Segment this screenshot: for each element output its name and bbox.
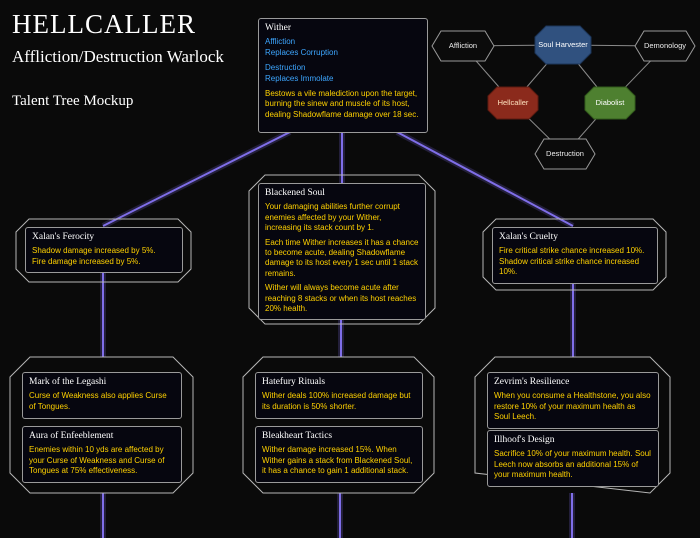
talent-title: Blackened Soul bbox=[265, 188, 325, 198]
spec-node-demonology[interactable]: Demonology bbox=[643, 40, 687, 50]
spec-diagram-shapes bbox=[431, 25, 696, 170]
talent-title: Hatefury Rituals bbox=[262, 377, 326, 387]
talent-xalans-cruelty[interactable]: Xalan's Cruelty Fire critical strike cha… bbox=[492, 227, 658, 284]
wither-replaces-corruption: Replaces Corruption bbox=[265, 47, 338, 57]
spec-node-destruction-shape[interactable] bbox=[534, 138, 596, 170]
talent-wither[interactable]: Wither Affliction Replaces Corruption De… bbox=[258, 18, 428, 133]
spec-node-demonology-shape[interactable] bbox=[634, 30, 696, 62]
wither-spec-affliction: Affliction bbox=[265, 37, 296, 47]
spec-node-destruction[interactable]: Destruction bbox=[546, 148, 584, 158]
talent-description: Wither damage increased 15%. When Wither… bbox=[262, 445, 413, 476]
talent-title: Aura of Enfeeblement bbox=[29, 431, 114, 441]
talent-description: Wither will always become acute after re… bbox=[265, 283, 417, 313]
talent-title: Bleakheart Tactics bbox=[262, 431, 333, 441]
talent-title: Xalan's Cruelty bbox=[499, 232, 558, 242]
talent-description: Fire critical strike chance increased 10… bbox=[499, 246, 645, 277]
talent-description: Wither deals 100% increased damage but i… bbox=[262, 391, 411, 411]
spec-node-soul-harvester[interactable]: Soul Harvester bbox=[538, 39, 588, 49]
talent-description: Each time Wither increases it has a chan… bbox=[265, 237, 419, 278]
spec-node-hellcaller-shape[interactable] bbox=[487, 86, 539, 120]
spec-node-affliction-shape[interactable] bbox=[431, 30, 495, 62]
talent-description: When you consume a Healthstone, you also… bbox=[494, 391, 651, 422]
talent-title: Zevrim's Resilience bbox=[494, 377, 570, 387]
spec-node-diabolist[interactable]: Diabolist bbox=[595, 97, 625, 107]
frame-right-choice-node bbox=[474, 356, 671, 494]
wither-replaces-immolate: Replaces Immolate bbox=[265, 73, 334, 83]
talent-title: Illhoof's Design bbox=[494, 435, 555, 445]
talent-description: Your damaging abilities further corrupt … bbox=[265, 202, 400, 233]
frame-center-choice-node bbox=[242, 356, 435, 494]
spec-node-hellcaller[interactable]: Hellcaller bbox=[497, 97, 529, 107]
frame-blackened-soul bbox=[248, 174, 436, 325]
frame-xalans-ferocity bbox=[15, 218, 192, 283]
talent-description: Enemies within 10 yds are affected by yo… bbox=[29, 445, 165, 476]
talent-xalans-ferocity[interactable]: Xalan's Ferocity Shadow damage increased… bbox=[25, 227, 183, 274]
page-title: HELLCALLER bbox=[12, 9, 196, 39]
talent-description: Shadow damage increased by 5%. Fire dama… bbox=[32, 246, 156, 266]
talent-zevrims-resilience[interactable]: Zevrim's Resilience When you consume a H… bbox=[487, 372, 659, 429]
talent-illhoofs-design[interactable]: Illhoof's Design Sacrifice 10% of your m… bbox=[487, 430, 659, 487]
talent-aura-of-enfeeblement[interactable]: Aura of Enfeeblement Enemies within 10 y… bbox=[22, 426, 182, 483]
page-subtitle: Affliction/Destruction Warlock bbox=[12, 46, 224, 66]
talent-mark-of-the-legashi[interactable]: Mark of the Legashi Curse of Weakness al… bbox=[22, 372, 182, 419]
talent-description: Bestows a vile malediction upon the targ… bbox=[265, 88, 419, 119]
talent-title: Wither bbox=[265, 23, 291, 33]
talent-hatefury-rituals[interactable]: Hatefury Rituals Wither deals 100% incre… bbox=[255, 372, 423, 419]
talent-title: Mark of the Legashi bbox=[29, 377, 107, 387]
node-frames bbox=[9, 174, 671, 494]
spec-node-affliction[interactable]: Affliction bbox=[448, 40, 478, 50]
talent-blackened-soul[interactable]: Blackened Soul Your damaging abilities f… bbox=[258, 183, 426, 321]
connector-lines bbox=[102, 131, 574, 538]
talent-bleakheart-tactics[interactable]: Bleakheart Tactics Wither damage increas… bbox=[255, 426, 423, 483]
talent-description: Sacrifice 10% of your maximum health. So… bbox=[494, 449, 651, 480]
talent-description: Curse of Weakness also applies Curse of … bbox=[29, 391, 167, 411]
talent-title: Xalan's Ferocity bbox=[32, 232, 95, 242]
page-tagline: Talent Tree Mockup bbox=[12, 92, 134, 109]
header: HELLCALLER Affliction/Destruction Warloc… bbox=[12, 9, 224, 110]
wither-spec-destruction: Destruction bbox=[265, 63, 306, 73]
spec-node-diabolist-shape[interactable] bbox=[584, 86, 636, 120]
spec-node-soul-harvester-shape[interactable] bbox=[534, 25, 592, 65]
frame-xalans-cruelty bbox=[482, 218, 667, 291]
frame-left-choice-node bbox=[9, 356, 194, 494]
